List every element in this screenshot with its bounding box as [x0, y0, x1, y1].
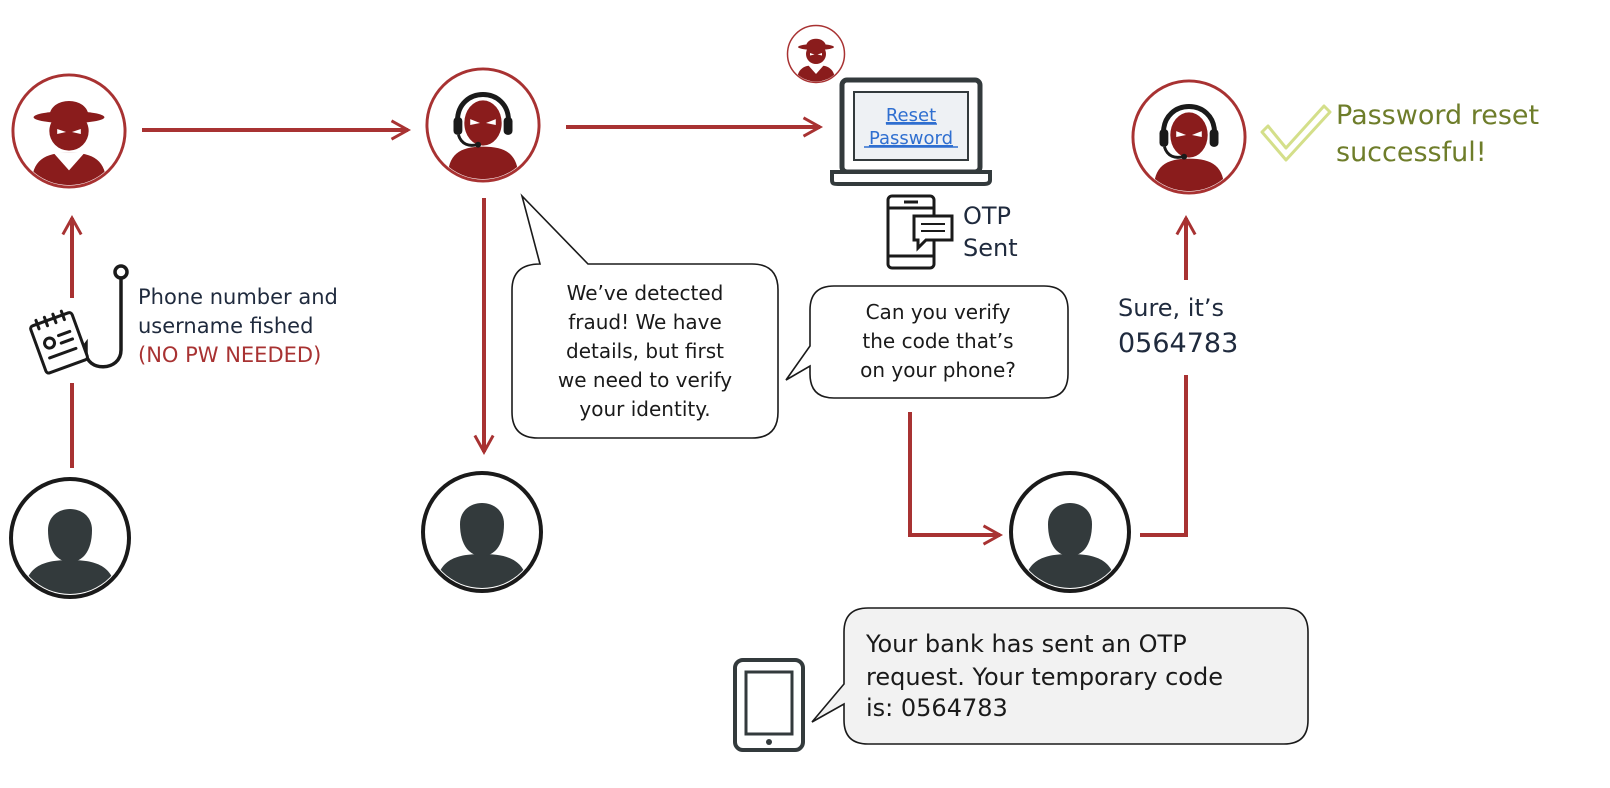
fraud-line-1: We’ve detected — [567, 281, 724, 305]
sms-line-3: is: 0564783 — [866, 694, 1008, 722]
sms-speech-bubble: Your bank has sent an OTP request. Your … — [811, 607, 1309, 745]
phished-line-1: Phone number and — [138, 285, 338, 309]
verify-speech-bubble: Can you verify the code that’s on your p… — [785, 285, 1069, 399]
verify-line-2: the code that’s — [862, 329, 1013, 353]
sms-line-2: request. Your temporary code — [866, 663, 1223, 691]
reset-password-link-line-2[interactable]: Password — [869, 128, 953, 149]
fraud-line-5: your identity. — [579, 397, 710, 421]
attacker-mini-spy-icon — [788, 26, 845, 83]
otp-sent-line-2: Sent — [963, 234, 1018, 262]
checkmark-icon — [1260, 104, 1332, 162]
success-line-2: successful! — [1336, 137, 1487, 168]
attacker-agent-2-headset-icon — [1133, 81, 1245, 193]
laptop-icon — [830, 77, 992, 186]
fraud-line-4: we need to verify — [558, 368, 732, 392]
verify-line-3: on your phone? — [860, 358, 1016, 382]
arrow-verify-to-victim3 — [908, 412, 1004, 546]
verify-line-1: Can you verify — [866, 300, 1011, 324]
otp-sent-line-1: OTP — [963, 202, 1011, 230]
otp-smartphone-icon — [886, 194, 954, 270]
attacker-agent-headset-icon — [427, 69, 539, 181]
victim-2-person-icon — [423, 473, 541, 592]
flow-arrows — [61, 116, 1197, 546]
fraud-line-2: fraud! We have — [568, 310, 722, 334]
fraud-line-3: details, but first — [566, 339, 724, 363]
sms-line-1: Your bank has sent an OTP — [865, 630, 1187, 658]
attacker-spy-icon — [13, 75, 125, 187]
phished-line-2: username fished — [138, 314, 313, 338]
reply-line-1: Sure, it’s — [1118, 294, 1224, 322]
victim-smartphone-icon — [733, 658, 805, 752]
phished-no-password-note: (NO PW NEEDED) — [138, 343, 321, 367]
fraud-speech-bubble: We’ve detected fraud! We have details, b… — [511, 193, 779, 439]
arrow-victim3-to-agent2 — [1140, 375, 1188, 537]
phished-label: Phone number and username fished (NO PW … — [138, 285, 338, 367]
fishing-hook-icon — [29, 264, 129, 375]
victim-3-person-icon — [1011, 473, 1129, 592]
victim-1-person-icon — [11, 479, 129, 598]
reset-password-link-line-1[interactable]: Reset — [886, 105, 936, 126]
reply-otp-code: 0564783 — [1118, 328, 1238, 359]
success-line-1: Password reset — [1336, 100, 1539, 131]
